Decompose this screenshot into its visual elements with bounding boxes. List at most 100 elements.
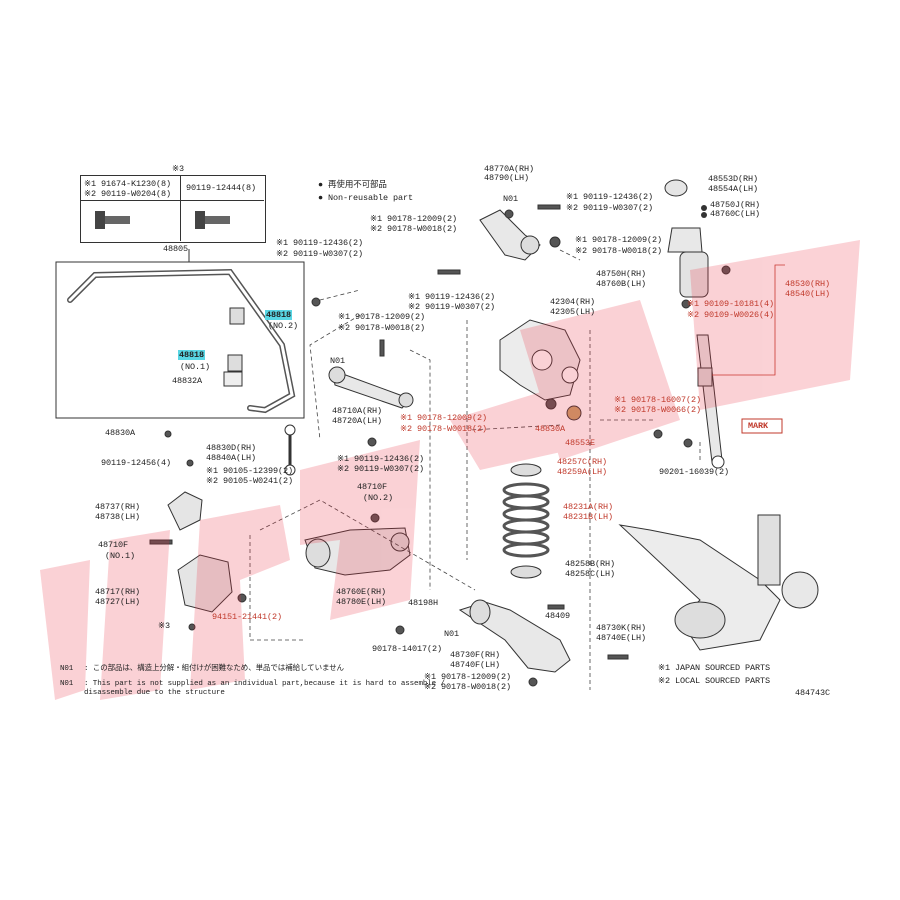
label-japan-sourced: ※1 JAPAN SOURCED PARTS: [658, 663, 771, 673]
label-48231a: 48231A(RH): [563, 502, 614, 512]
label-m-12009: ※1 90178-12009(2): [575, 235, 663, 245]
label-48727: 48727(LH): [95, 597, 141, 607]
label-48840a: 48840A(LH): [206, 453, 257, 463]
label-48258c: 48258C(LH): [565, 569, 616, 579]
note-en-tag: N01: [60, 680, 74, 688]
label-42305: 42305(LH): [550, 307, 596, 317]
label-s-10181: ※1 90109-10181(4): [687, 299, 775, 309]
label-b-w0018: ※2 90178-W0018(2): [424, 682, 512, 692]
label-figure-number: 484743C: [795, 688, 831, 698]
label-48760c: 48760C(LH): [710, 209, 761, 219]
watermark-logo: [40, 240, 860, 700]
label-48540: 48540(LH): [785, 289, 831, 299]
label-42304: 42304(RH): [550, 297, 596, 307]
spring-seat-upper: [510, 463, 542, 477]
bolt-icons: [95, 211, 230, 229]
label-48710f-b: 48710F: [98, 540, 129, 550]
label-top-w0307: ※2 90119-W0307(2): [276, 249, 364, 259]
label-48760b: 48760B(LH): [596, 279, 647, 289]
label-48258b: 48258B(RH): [565, 559, 616, 569]
label-48710a: 48710A(RH): [332, 406, 383, 416]
guide-lines: [249, 249, 701, 690]
label-48409: 48409: [545, 611, 571, 621]
label-48710f-b-no: (NO.1): [105, 551, 136, 561]
label-48231b: 48231B(LH): [563, 512, 614, 522]
label-48198h: 48198H: [408, 598, 439, 608]
label-n-21441: 94151-21441(2): [212, 612, 283, 622]
label-bolt-12456: 90119-12456(4): [101, 458, 172, 468]
label-48750h: 48750H(RH): [596, 269, 647, 279]
note-jp-tag: N01: [60, 665, 74, 673]
label-sl-12399: ※1 90105-12399(2): [206, 466, 294, 476]
label-48790: 48790(LH): [484, 173, 530, 183]
label-48805: 48805: [163, 244, 189, 254]
spring-seat-lower: [510, 565, 542, 579]
label-lo-w0018: ※2 90178-W0018(2): [400, 424, 488, 434]
coil-spring-48231a: [502, 482, 550, 558]
stabilizer-bar: [67, 268, 296, 414]
label-k-16007: ※1 90178-16007(2): [614, 395, 702, 405]
bracket-48717: [177, 554, 233, 613]
bolt-table-col2: 90119-12444(8): [186, 183, 257, 193]
label-48832a: 48832A: [172, 376, 203, 386]
label-n01-c: N01: [444, 629, 460, 639]
bolt-table-col1-line1: ※1 91674-K1230(8): [84, 179, 172, 189]
label-48740f: 48740F(LH): [450, 660, 501, 670]
label-u-w0018: ※2 90178-W0018(2): [338, 323, 426, 333]
label-l-w0018: ※2 90178-W0018(2): [370, 224, 458, 234]
label-l-12009: ※1 90178-12009(2): [370, 214, 458, 224]
label-nut-16039: 90201-16039(2): [659, 467, 730, 477]
label-sl-12436: ※1 90119-12436(2): [337, 454, 425, 464]
assembly-illustration: [618, 514, 819, 651]
bolt-table-col1-line2: ※2 90119-W0204(8): [84, 189, 172, 199]
label-48554a: 48554A(LH): [708, 184, 759, 194]
label-c-w0307: ※2 90119-W0307(2): [408, 302, 496, 312]
label-s-w0026: ※2 90109-W0026(4): [687, 310, 775, 320]
label-no1: (NO.1): [180, 362, 211, 372]
label-c-12436: ※1 90119-12436(2): [408, 292, 496, 302]
legend-non-reusable-jp: ● 再使用不可部品: [318, 180, 387, 190]
label-48259a: 48259A(LH): [557, 467, 608, 477]
label-48780e: 48780E(LH): [336, 597, 387, 607]
legend-non-reusable-en: ● Non-reusable part: [318, 193, 414, 203]
label-48720a: 48720A(LH): [332, 416, 383, 426]
shock-cap-48553d: [664, 179, 688, 197]
label-48730f: 48730F(RH): [450, 650, 501, 660]
label-b-12009: ※1 90178-12009(2): [424, 672, 512, 682]
bushing-no1: [227, 354, 243, 372]
label-48830a-2: 48830A: [535, 424, 566, 434]
cover-48737: [167, 491, 203, 531]
label-n01-a: N01: [503, 194, 519, 204]
note-en-text-2: disassemble due to the structure: [84, 689, 225, 697]
note-en-text-1: : This part is not supplied as an indivi…: [84, 680, 445, 688]
label-48257c: 48257C(RH): [557, 457, 608, 467]
label-48710f-a: 48710F: [357, 482, 388, 492]
label-48830d: 48830D(RH): [206, 443, 257, 453]
label-48818-no1: 48818: [178, 350, 206, 360]
label-48730k: 48730K(RH): [596, 623, 647, 633]
bushing-no2: [229, 307, 245, 325]
label-14017: 90178-14017(2): [372, 644, 443, 654]
label-48710f-a-no: (NO.2): [363, 493, 394, 503]
label-no2: (NO.2): [268, 321, 299, 331]
label-48530: 48530(RH): [785, 279, 831, 289]
label-48717: 48717(RH): [95, 587, 141, 597]
label-lo-12009: ※1 90178-12009(2): [400, 413, 488, 423]
stabilizer-group-box: [55, 261, 305, 419]
label-48553e: 48553E: [565, 438, 596, 448]
label-48830a: 48830A: [105, 428, 136, 438]
label-48750j: 48750J(RH): [710, 200, 761, 210]
label-mark: MARK: [748, 421, 769, 431]
label-n01-b: N01: [330, 356, 346, 366]
label-48738: 48738(LH): [95, 512, 141, 522]
label-48740e: 48740E(LH): [596, 633, 647, 643]
mark-box: [741, 418, 783, 434]
label-48553d: 48553D(RH): [708, 174, 759, 184]
bracket-48832a: [223, 371, 243, 387]
label-r-w0307: ※2 90119-W0307(2): [566, 203, 654, 213]
lower-arm-48760e: [304, 527, 411, 576]
label-48770a: 48770A(RH): [484, 164, 535, 174]
label-48760e: 48760E(RH): [336, 587, 387, 597]
label-48818-no2: 48818: [265, 310, 293, 320]
